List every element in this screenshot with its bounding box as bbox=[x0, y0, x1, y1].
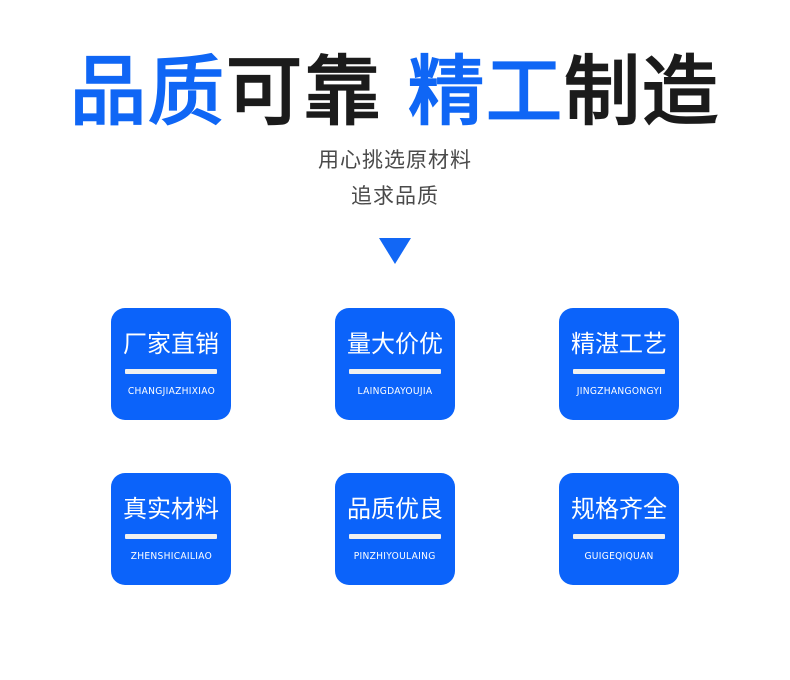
feature-card-zhenshicailiao[interactable]: 真实材料 ZHENSHICAILIAO bbox=[111, 473, 231, 585]
feature-card-pinyin: LAINGDAYOUJIA bbox=[357, 386, 433, 397]
feature-card-divider bbox=[125, 534, 217, 539]
title-segment-manufacture: 制造 bbox=[564, 47, 720, 136]
title-segment-craft: 精工 bbox=[408, 47, 564, 136]
feature-card-divider bbox=[349, 534, 441, 539]
feature-card-row-1: 厂家直销 CHANGJIAZHIXIAO 量大价优 LAINGDAYOUJIA … bbox=[111, 308, 679, 420]
feature-card-pinzhiyoulaing[interactable]: 品质优良 PINZHIYOULAING bbox=[335, 473, 455, 585]
feature-card-pinyin: ZHENSHICAILIAO bbox=[130, 551, 212, 562]
feature-card-divider bbox=[349, 369, 441, 374]
arrow-container bbox=[0, 238, 790, 264]
feature-card-pinyin: PINZHIYOULAING bbox=[354, 551, 436, 562]
feature-card-divider bbox=[125, 369, 217, 374]
feature-card-guigeqiquan[interactable]: 规格齐全 GUIGEQIQUAN bbox=[559, 473, 679, 585]
feature-card-row-2: 真实材料 ZHENSHICAILIAO 品质优良 PINZHIYOULAING … bbox=[111, 473, 679, 585]
feature-card-changjiazhixiao[interactable]: 厂家直销 CHANGJIAZHIXIAO bbox=[111, 308, 231, 420]
subtitle-line-1: 用心挑选原材料 bbox=[318, 148, 472, 172]
page-title: 品质可靠精工制造 bbox=[0, 46, 790, 138]
title-segment-quality: 品质 bbox=[70, 47, 226, 136]
feature-card-title: 真实材料 bbox=[123, 495, 219, 523]
feature-card-title: 厂家直销 bbox=[123, 330, 219, 358]
feature-card-title: 规格齐全 bbox=[571, 495, 667, 523]
title-segment-reliable: 可靠 bbox=[226, 47, 382, 136]
feature-card-title: 量大价优 bbox=[347, 330, 443, 358]
feature-card-pinyin: JINGZHANGONGYI bbox=[576, 386, 662, 397]
subtitle-line-2: 追求品质 bbox=[351, 184, 439, 208]
feature-card-laingdayoujia[interactable]: 量大价优 LAINGDAYOUJIA bbox=[335, 308, 455, 420]
triangle-down-icon bbox=[379, 238, 411, 264]
feature-card-divider bbox=[573, 369, 665, 374]
feature-card-grid: 厂家直销 CHANGJIAZHIXIAO 量大价优 LAINGDAYOUJIA … bbox=[111, 308, 679, 585]
feature-card-title: 品质优良 bbox=[347, 495, 443, 523]
feature-card-pinyin: CHANGJIAZHIXIAO bbox=[127, 386, 215, 397]
feature-card-jingzhangongyi[interactable]: 精湛工艺 JINGZHANGONGYI bbox=[559, 308, 679, 420]
feature-card-pinyin: GUIGEQIQUAN bbox=[584, 551, 654, 562]
feature-card-divider bbox=[573, 534, 665, 539]
feature-card-title: 精湛工艺 bbox=[571, 330, 667, 358]
